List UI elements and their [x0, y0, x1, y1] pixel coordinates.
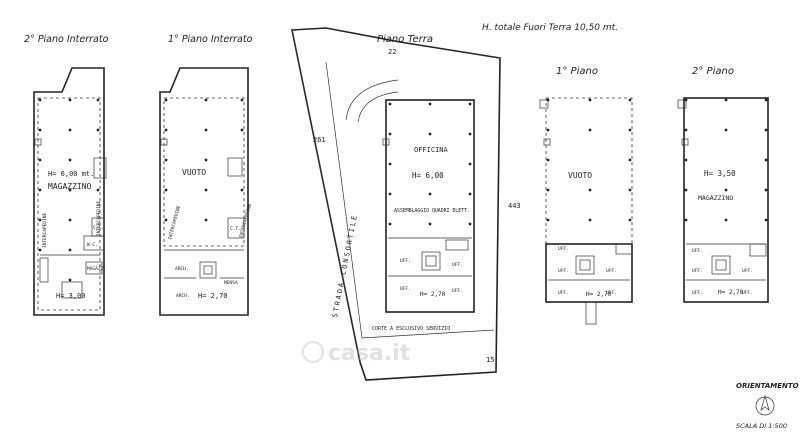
plan5-room-uff-5: UFF. — [742, 290, 753, 296]
plan3-main-label: OFFICINA — [414, 146, 449, 154]
plan-piano-terra-site: OFFICINA H= 6,00 ASSEMBLAGGIO QUADRI ELE… — [291, 27, 521, 381]
plan1-side-right: INTERCAPEDINE — [96, 200, 102, 236]
plan5-height: H= 3,50 — [704, 169, 736, 178]
plan3-height: H= 6,00 — [412, 171, 444, 180]
plan-title-1-interrato: 1° Piano Interrato — [168, 34, 253, 45]
plan-title-piano-terra: Piano Terra — [377, 34, 433, 45]
plan4-room-uff-5: UFF. — [606, 290, 617, 296]
plan3-room-uff-4: UFF. — [452, 288, 463, 294]
plan2-room-arch-1: ARCH. — [175, 266, 189, 272]
plan5-room-uff-4: UFF. — [742, 268, 753, 274]
plan3-room-uff-2: UFF. — [400, 286, 411, 292]
plan1-main-label: MAGAZZINO — [48, 182, 92, 191]
plan2-low-height: H= 2,70 — [198, 292, 228, 300]
scale-label: SCALA DI 1:500 — [736, 422, 787, 430]
plan-2-piano: H= 3,50 MAGAZZINO H= 2,70 UFF. UFF. UFF.… — [677, 97, 769, 303]
plan2-side-right: INTERCAPEDINE — [238, 203, 253, 239]
plan4-room-uff-3: UFF. — [558, 290, 569, 296]
plan3-room-uff-3: UFF. — [452, 262, 463, 268]
plan-title-2-interrato: 2° Piano Interrato — [24, 34, 109, 45]
dim-left: 261 — [313, 136, 326, 144]
plan-title-1-piano: 1° Piano — [556, 66, 598, 77]
plan2-room-mensa: MENSA — [224, 280, 238, 286]
plan5-room-uff-3: UFF. — [692, 290, 703, 296]
plan5-low-height: H= 2,70 — [718, 289, 744, 296]
plan5-main-label: MAGAZZINO — [698, 194, 733, 202]
plan3-low-height: H= 2,70 — [420, 291, 446, 298]
plan4-room-uff-1: UFF. — [558, 246, 569, 252]
court-label: CORTE A ESCLUSIVO SERVIZIO — [372, 326, 450, 332]
plan4-low-height: H= 2,70 — [586, 291, 612, 298]
dim-top: 22 — [388, 48, 396, 56]
plan2-side-left: INTERCAPEDINE — [167, 205, 182, 241]
orientation-title: ORIENTAMENTO — [736, 382, 799, 390]
plan1-room-ct: C.T. — [93, 225, 104, 231]
watermark-text: casa.it — [328, 341, 411, 366]
plan-2-interrato: H= 6,00 mt. MAGAZZINO H= 3,00 C.T. W.C. … — [33, 67, 107, 316]
plan-1-interrato: VUOTO H= 2,70 C.T. ARCH. ARCH. MENSA INT… — [159, 67, 253, 316]
plan4-main-label: VUOTO — [568, 171, 592, 180]
plan2-room-arch-2: ARCH. — [176, 293, 190, 299]
plan1-room-wc: W.C. — [87, 242, 98, 248]
street-label: STRADA CONSORTILE — [331, 213, 359, 318]
plan1-height: H= 6,00 mt. — [48, 170, 94, 178]
plan2-room-ct: C.T. — [230, 226, 241, 232]
plan5-room-uff-2: UFF. — [692, 268, 703, 274]
plan1-low-height: H= 3,00 — [56, 292, 86, 300]
dim-right: 443 — [508, 202, 521, 210]
plan4-room-uff-2: UFF. — [558, 268, 569, 274]
plan1-side-left: INTERCAPEDINE — [42, 212, 48, 248]
plan5-room-uff-1: UFF. — [692, 248, 703, 254]
plan3-room-uff-1: UFF. — [400, 258, 411, 264]
plan-1-piano: VUOTO H= 2,70 UFF. UFF. UFF. UFF. UFF. — [539, 97, 633, 325]
plan3-sub-label: ASSEMBLAGGIO QUADRI ELETT. — [394, 208, 470, 214]
watermark: casa.it — [302, 341, 411, 366]
total-height-note: H. totale Fuori Terra 10,50 mt. — [482, 23, 618, 33]
orientation-compass: ORIENTAMENTO SCALA DI 1:500 — [736, 382, 799, 430]
plan4-room-uff-4: UFF. — [606, 268, 617, 274]
plan2-main-label: VUOTO — [182, 168, 206, 177]
plan1-room-magazz: MAGAZZ. — [87, 266, 106, 272]
dim-bottom: 15 — [486, 356, 494, 364]
plan-title-2-piano: 2° Piano — [692, 66, 734, 77]
